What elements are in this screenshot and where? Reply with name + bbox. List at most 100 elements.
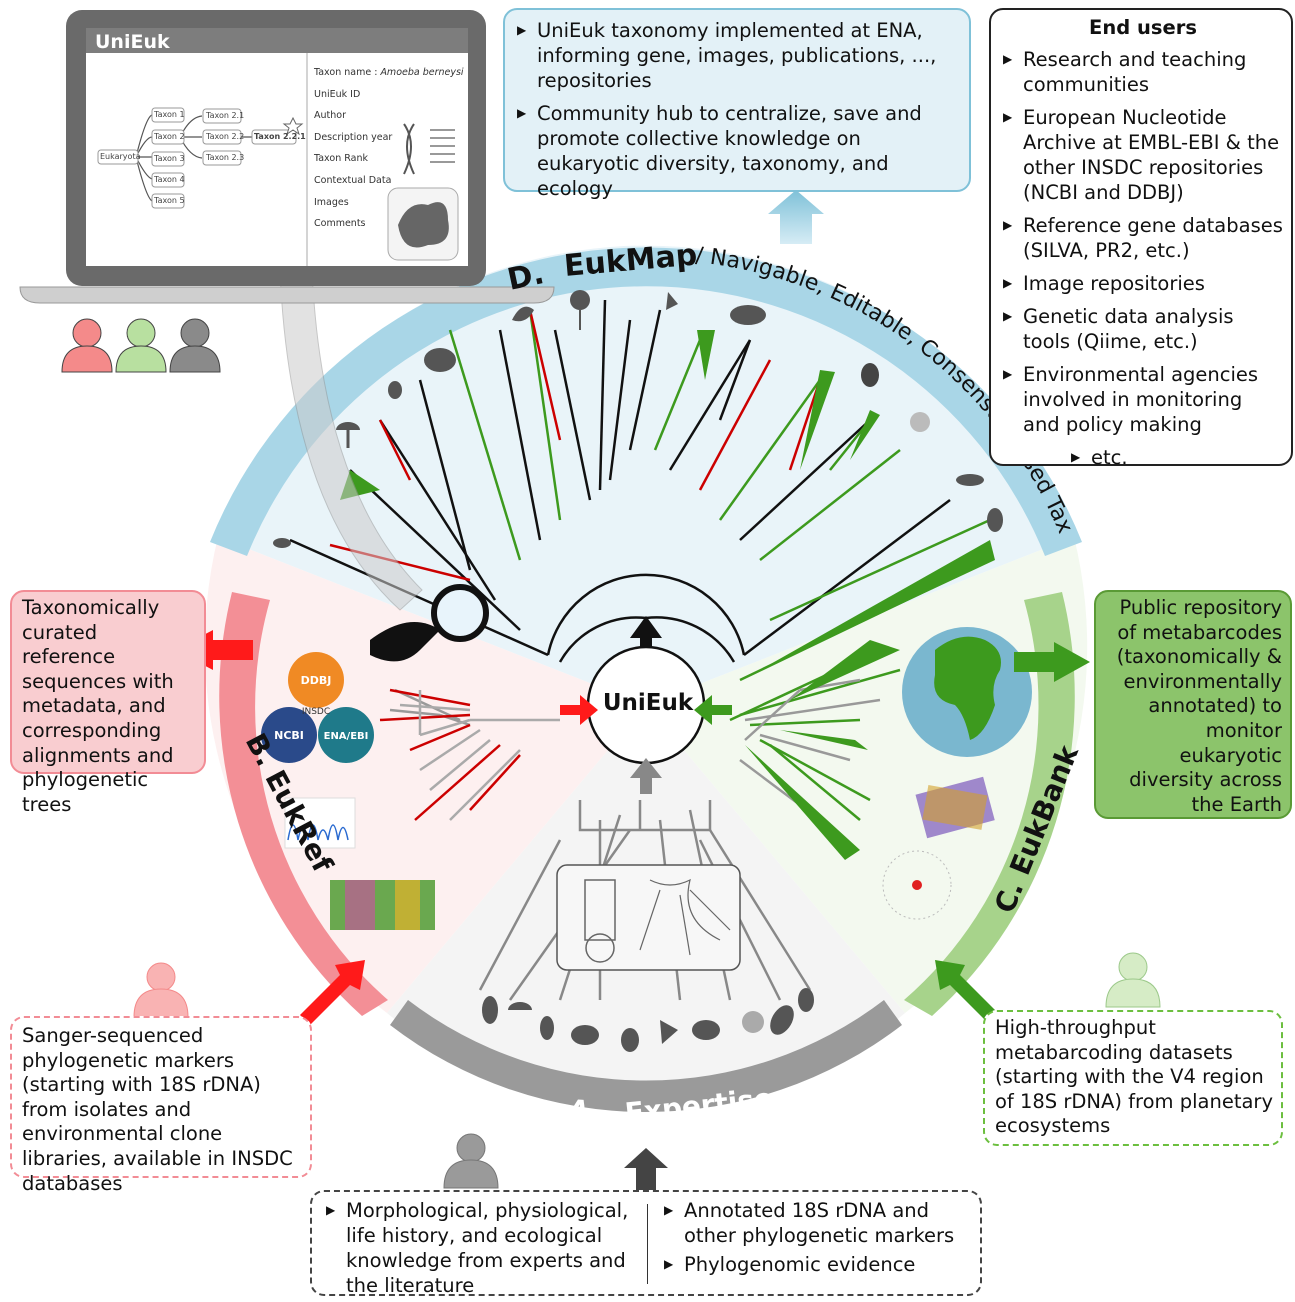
eukmap-outputs-list: UniEuk taxonomy implemented at ENA, info… [517,18,959,201]
arrow-from-sanger [300,960,365,1025]
field-taxon-rank: Taxon Rank [314,153,368,164]
dna-icon [403,123,415,175]
end-user-item: Image repositories [1003,271,1283,296]
ddbj-label: DDBJ [301,674,332,687]
field-description-year: Description year [314,132,393,143]
ena-ebi-logo [318,707,374,763]
tree-taxon-3: Taxon 3 [154,154,185,163]
eukmap-organism-silhouettes [273,290,1003,548]
alignment-block-2 [345,880,375,930]
ena-ebi-label: ENA/EBI [324,731,369,742]
end-user-item: European Nucleotide Archive at EMBL-EBI … [1003,105,1283,205]
end-users-list: Research and teaching communities Europe… [1003,47,1283,470]
arrow-eukbank-to-hub [694,695,732,725]
network-cluster [882,850,952,920]
star-icon [282,116,304,136]
field-comments: Comments [314,218,366,229]
expertise-letter: A. [566,1095,600,1127]
eukmap-output-item: Community hub to centralize, save and pr… [517,101,959,201]
laptop-titlebar [86,28,468,53]
tree-taxon-1: Taxon 1 [154,110,185,119]
expertise-item: Phylogenomic evidence [664,1252,964,1277]
arrow-to-top-box [768,190,824,244]
expertise-divider [647,1204,648,1284]
field-contextual-data: Contextual Data [314,175,392,186]
unieuk-center-label: UniEuk [602,690,694,716]
laptop-app-title: UniEuk [95,31,170,53]
eukmap-outputs-box: UniEuk taxonomy implemented at ENA, info… [503,8,971,200]
tree-taxon-2-3: Taxon 2.3 [206,153,245,162]
tree-taxon-2-2-1: Taxon 2.2.1 [254,132,306,141]
user-icon-eukbank [1105,952,1161,1008]
laptop-tree-nodes [97,107,297,209]
user-icon-expertise [443,1133,499,1189]
eukmap-letter: D. [504,256,547,298]
laptop-base [19,286,555,304]
chromatogram-trace [287,824,349,841]
microscope-panel [556,864,741,971]
highthroughput-input-box: High-throughput metabarcoding datasets (… [983,1010,1283,1146]
tree-taxon-2: Taxon 2 [154,132,185,141]
end-user-item: Research and teaching communities [1003,47,1283,97]
alignment-block-3 [395,880,420,930]
user-icons-group [61,318,221,373]
taxon-name-label: Taxon name : [314,67,378,78]
globe-continents [934,636,1001,740]
magnifier-lens [431,584,489,642]
eukref-output-box: Taxonomically curated reference sequence… [10,590,206,816]
eukmap-band [210,247,1082,556]
expertise-item: Morphological, physiological, life histo… [326,1198,644,1298]
end-user-item: Genetic data analysis tools (Qiime, etc.… [1003,304,1283,354]
radiolarian-drawing [639,878,731,956]
eukref-band [219,592,388,1016]
expertise-organisms [482,988,814,1052]
network-center [912,880,922,890]
arrow-to-eukbank-box [1014,642,1090,682]
ncbi-label: NCBI [274,729,304,742]
eukmap-output-item: UniEuk taxonomy implemented at ENA, info… [517,18,959,93]
eukmap-tree [289,299,991,682]
arrow-expertise-to-hub [630,758,662,794]
ddbj-logo [288,652,344,708]
end-users-title: End users [1089,16,1197,39]
eukref-output-text: Taxonomically curated reference sequence… [22,596,174,816]
end-user-item: Reference gene databases (SILVA, PR2, et… [1003,213,1283,263]
expertise-band [390,1000,902,1113]
end-users-box: End users Research and teaching communit… [989,8,1293,470]
microscope-drawing [584,879,616,963]
eukref-tree [379,688,560,821]
field-unieuk-id: UniEuk ID [314,89,361,100]
field-author: Author [314,110,346,121]
eukbank-band [904,592,1075,1016]
sanger-input-box: Sanger-sequenced phylogenetic markers (s… [10,1016,312,1195]
taxon-name-field: Taxon name : Amoeba berneysi [314,67,464,78]
expertise-item: Annotated 18S rDNA and other phylogeneti… [664,1198,964,1248]
user-icon-eukref [133,962,189,1018]
arrow-from-expertise [624,1148,668,1190]
arrow-from-highthroughput [935,960,1000,1025]
amoeba-image [398,202,449,248]
sanger-input-text: Sanger-sequenced phylogenetic markers (s… [22,1024,293,1195]
tree-taxon-2-1: Taxon 2.1 [206,111,245,120]
eukbank-clades [745,640,900,860]
insdc-label: INSDC [302,707,330,717]
sequence-lines [430,129,455,163]
end-user-item: Environmental agencies involved in monit… [1003,362,1283,437]
end-user-etc: etc. [1071,445,1283,470]
hand-icon [370,622,440,662]
eukbank-output-text: Public repository of metabarcodes (taxon… [1116,596,1282,816]
tree-taxon-2-2: Taxon 2.2 [206,132,245,141]
arrow-to-eukmap [630,616,662,648]
ncbi-logo [261,707,317,763]
chromatogram [284,797,356,849]
expertise-col-left: Morphological, physiological, life histo… [326,1198,644,1302]
expertise-list-right: Annotated 18S rDNA and other phylogeneti… [664,1198,964,1277]
tree-taxon-4: Taxon 4 [154,175,185,184]
taxon-name-value: Amoeba berneysi [380,67,464,78]
metabarcode-reads [915,776,995,839]
expertise-input-box: Morphological, physiological, life histo… [310,1190,982,1297]
field-images: Images [314,197,349,208]
laptop-tree-lines [135,114,252,202]
eukbank-output-box: Public repository of metabarcodes (taxon… [1094,590,1292,819]
